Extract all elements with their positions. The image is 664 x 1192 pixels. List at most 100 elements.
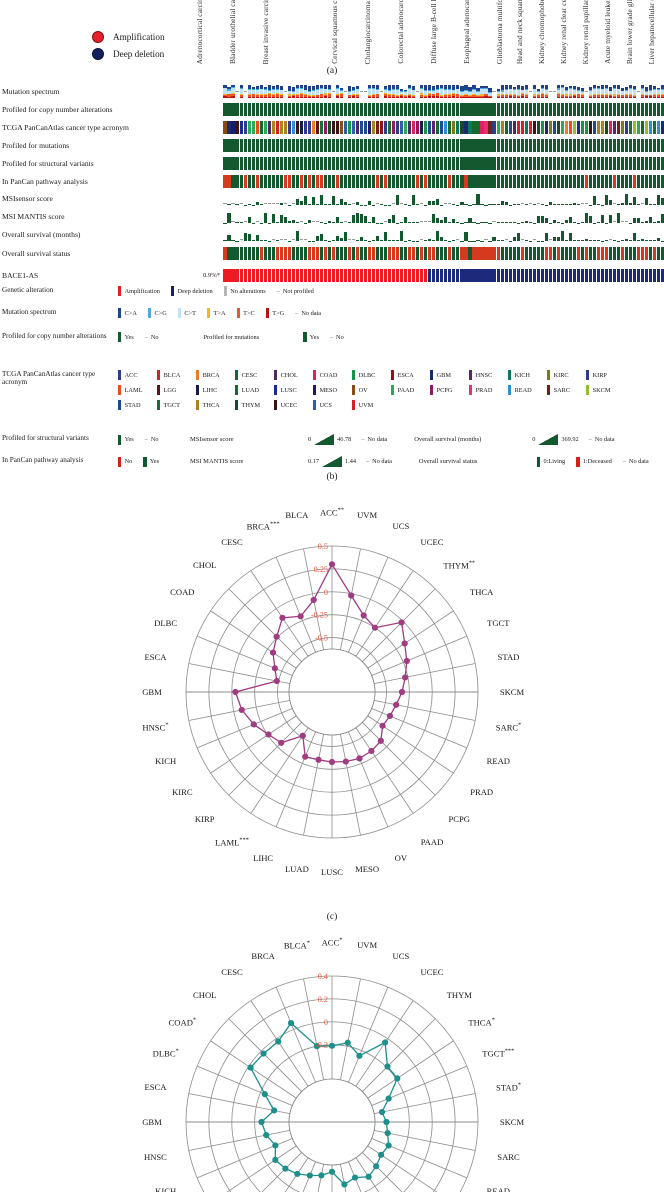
- oncoprint-cell: [291, 247, 295, 260]
- legend-item: MESO: [313, 385, 352, 395]
- oncoprint-cell: [267, 269, 271, 282]
- oncoprint-cell: [363, 85, 368, 98]
- oncoprint-track: [223, 103, 664, 116]
- oncoprint-cell: [504, 157, 508, 170]
- oncoprint-cell: [536, 121, 540, 134]
- radar-category-label: BRCA***: [246, 520, 280, 532]
- radar-tick-label: 0.5: [318, 542, 328, 551]
- oncoprint-cell: [335, 247, 340, 260]
- legend-item-label: Deep deletion: [177, 287, 213, 295]
- oncoprint-cell: [456, 269, 460, 282]
- oncoprint-cell: [307, 121, 311, 134]
- oncoprint-cell: [492, 193, 496, 205]
- radar-category-label: GBM: [142, 1117, 162, 1127]
- legend-item-label: No: [336, 333, 344, 341]
- oncoprint-cell: [231, 229, 235, 241]
- radar-data-point: [385, 1142, 392, 1149]
- oncoprint-cell: [239, 193, 243, 205]
- oncoprint-cell: [283, 139, 287, 152]
- radar-data-point: [379, 722, 386, 729]
- radar-spoke: [348, 556, 389, 653]
- radar-category-label: PRAD: [470, 787, 494, 797]
- oncoprint-cell: [363, 139, 368, 152]
- panel-a-caption: (a): [326, 66, 338, 76]
- oncoprint-cell: [524, 121, 528, 134]
- oncoprint-cell: [392, 121, 396, 134]
- oncoprint-cell: [524, 247, 528, 260]
- oncoprint-cell: [472, 103, 476, 116]
- oncoprint-cell: [315, 85, 319, 98]
- oncoprint-cell: [388, 103, 392, 116]
- legend-item: CHOL: [274, 370, 313, 380]
- oncoprint-cell: [552, 211, 556, 223]
- oncoprint-cell: [251, 229, 255, 241]
- oncoprint-cell: [620, 85, 625, 98]
- oncoprint-cell: [500, 247, 504, 260]
- oncoprint-cell: [400, 269, 404, 282]
- oncoprint-cell: [532, 269, 536, 282]
- legend-row-title-os-status: Overall survival status: [418, 458, 478, 465]
- oncoprint-cell: [424, 103, 428, 116]
- legend-item: TGCT: [157, 400, 196, 410]
- oncoprint-cell: [359, 193, 364, 205]
- oncoprint-cell: [548, 139, 552, 152]
- oncoprint-cell: [653, 157, 657, 170]
- oncoprint-cell: [637, 157, 641, 170]
- cancer-type-label: Head and neck squamous cell carcinoma: [515, 0, 524, 64]
- oncoprint-cell: [275, 121, 279, 134]
- oncoprint-cell: [259, 175, 263, 188]
- legend-item-label: KIRP: [592, 371, 607, 379]
- oncoprint-cell: [323, 139, 327, 152]
- oncoprint-cell: [412, 157, 416, 170]
- oncoprint-cell: [428, 269, 432, 282]
- oncoprint-cell: [259, 247, 263, 260]
- oncoprint-cell: [528, 175, 532, 188]
- oncoprint-cell: [323, 193, 327, 205]
- radar-spoke: [362, 1152, 403, 1192]
- oncoprint-cell: [564, 211, 568, 223]
- oncoprint-cell: [560, 211, 564, 223]
- oncoprint-cell: [496, 157, 500, 170]
- oncoprint-cell: [500, 139, 504, 152]
- oncoprint-cell: [283, 269, 287, 282]
- oncoprint-cell: [323, 211, 327, 223]
- radar-category-label: OV: [394, 853, 408, 864]
- oncoprint-row-label: MSIsensor score: [2, 194, 53, 204]
- oncoprint-cell: [528, 193, 532, 205]
- oncoprint-cell: [504, 175, 508, 188]
- oncoprint-cell: [612, 157, 617, 170]
- oncoprint-cell: [520, 85, 524, 98]
- oncoprint-cell: [263, 269, 267, 282]
- radar-spoke: [228, 722, 302, 796]
- oncoprint-cell: [540, 85, 544, 98]
- oncoprint-cell: [649, 269, 653, 282]
- oncoprint-cell: [323, 103, 327, 116]
- oncoprint-cell: [568, 139, 572, 152]
- oncoprint-cell: [548, 121, 552, 134]
- legend-item-label: Amplification: [124, 287, 160, 295]
- oncoprint-cell: [227, 211, 231, 223]
- oncoprint-cell: [368, 157, 372, 170]
- oncoprint-cell: [287, 269, 291, 282]
- oncoprint-cell: [335, 85, 340, 98]
- oncoprint-cell: [584, 269, 588, 282]
- oncoprint-cell: [620, 175, 625, 188]
- oncoprint-cell: [653, 211, 657, 223]
- oncoprint-cell: [420, 269, 424, 282]
- radar-spoke: [348, 731, 389, 828]
- oncoprint-cell: [319, 229, 323, 241]
- radar-tick-label: -0.2: [315, 1041, 328, 1050]
- oncoprint-cell: [584, 247, 588, 260]
- oncoprint-cell: [408, 157, 412, 170]
- oncoprint-cell: [343, 229, 348, 241]
- oncoprint-cell: [351, 103, 356, 116]
- oncoprint-cell: [432, 157, 436, 170]
- oncoprint-cell: [384, 157, 388, 170]
- oncoprint-cell: [484, 193, 488, 205]
- oncoprint-cell: [464, 139, 468, 152]
- oncoprint-cell: [335, 229, 340, 241]
- radar-category-label: KIRP: [194, 814, 215, 825]
- oncoprint-cell: [576, 247, 580, 260]
- oncoprint-cell: [315, 157, 319, 170]
